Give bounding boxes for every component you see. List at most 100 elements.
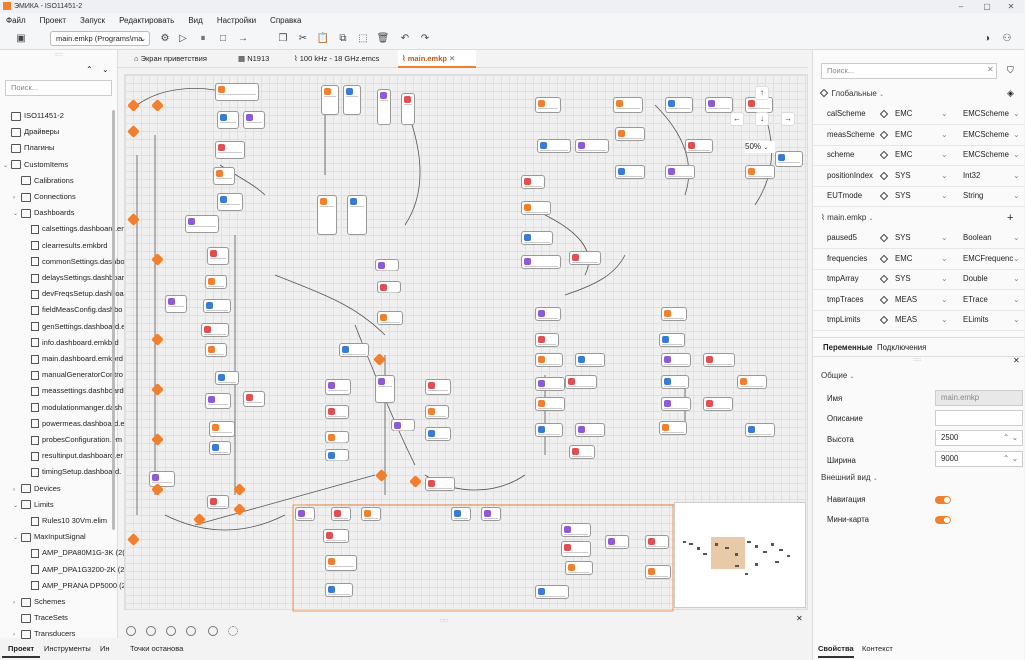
flow-node[interactable] [209,441,231,455]
flow-node[interactable] [575,139,609,153]
add-variable-icon[interactable]: + [1007,212,1014,224]
tree-folder[interactable]: TraceSets [0,610,116,626]
close-tab-icon[interactable]: ✕ [449,54,456,63]
scope-dropdown-icon[interactable]: ⌄ [941,233,948,242]
flow-node[interactable] [205,275,227,289]
flow-node[interactable] [745,165,775,179]
close-window-button[interactable]: ✕ [1007,2,1015,11]
menu-help[interactable]: Справка [270,16,302,25]
close-properties-icon[interactable]: ✕ [1013,356,1020,365]
flow-node[interactable] [537,139,571,153]
flow-node[interactable] [213,167,235,185]
tree-folder[interactable]: ⌄MaxInputSignal [0,529,116,545]
flow-node[interactable] [331,507,351,521]
flow-node[interactable] [561,541,591,557]
tab-variables[interactable]: Переменные [823,343,873,352]
flow-node[interactable] [201,323,229,337]
flow-node[interactable] [215,371,239,385]
tree-file[interactable]: AMP_PRANA DP5000 (2( [0,578,128,594]
flow-node[interactable] [375,259,399,271]
filter-icon[interactable]: ⛉ [1007,65,1014,75]
flow-node[interactable] [149,471,175,487]
flow-node[interactable] [425,379,451,395]
tree-file[interactable]: fieldMeasConfig.dashbo [0,302,122,318]
scope-dropdown-icon[interactable]: ⌄ [941,170,948,180]
flow-node[interactable] [661,353,691,367]
variable-type[interactable]: ELimits [963,315,989,325]
navigation-toggle[interactable] [935,496,951,504]
flow-node[interactable] [521,175,545,189]
tree-file[interactable]: meassettings.dashboard [0,383,124,399]
flow-node[interactable] [565,375,597,389]
menu-run[interactable]: Запуск [80,16,106,25]
flow-node[interactable] [705,97,733,113]
flow-node[interactable] [565,561,593,575]
tab-in[interactable]: Ин [100,644,110,653]
paste-icon[interactable]: 📋 [316,33,330,44]
flow-node[interactable] [361,507,381,521]
flow-node[interactable] [665,97,693,113]
variable-scope[interactable]: SYS [895,274,911,284]
tree-file[interactable]: info.dashboard.emkbrd [0,335,119,351]
tree-file[interactable]: clearresults.emkbrd [0,238,116,254]
appearance-header[interactable]: Внешний вид ⌄ [821,473,878,482]
flow-node[interactable] [775,151,803,167]
tree-file[interactable]: modulationmanger.dash [0,400,122,416]
tree-folder[interactable]: ISO11451-2 [0,108,116,124]
flow-node[interactable] [243,111,265,129]
flow-node[interactable] [685,139,713,153]
tree-folder[interactable]: ›Transducers [0,626,116,642]
height-stepper[interactable]: 2500⌃ ⌄ [935,430,1023,446]
properties-grip[interactable]: :::::: [913,357,922,363]
delete-icon[interactable]: 🗑 [376,33,390,44]
scope-dropdown-icon[interactable]: ⌄ [941,109,948,118]
expand-arrow-icon[interactable]: › [13,632,15,639]
save-icon[interactable]: ▣ [16,33,26,44]
expand-arrow-icon[interactable]: › [13,600,15,606]
flow-node[interactable] [521,201,551,215]
globals-header[interactable]: Глобальные ⌄ [819,86,884,102]
variable-type[interactable]: EMCScheme [963,150,1009,160]
expand-arrow-icon[interactable]: ⌄ [13,502,19,509]
scope-dropdown-icon[interactable]: ⌄ [941,150,948,160]
tree-file[interactable]: commonSettings.dashbo [0,254,125,270]
tree-folder[interactable]: Драйверы [0,124,116,140]
zoom-level[interactable]: 50% ⌄ [745,141,775,153]
tree-file[interactable]: resultinput.dashboard.er [0,448,123,464]
variable-type[interactable]: ETrace [963,294,988,304]
panel-grip[interactable]: :::::: [54,52,63,58]
type-dropdown-icon[interactable]: ⌄ [1013,129,1020,139]
flow-node[interactable] [317,195,337,235]
scope-dropdown-icon[interactable]: ⌄ [941,253,948,263]
properties-search-input[interactable]: Поиск... [821,63,997,79]
flow-node[interactable] [613,97,643,113]
clear-search-icon[interactable]: ✕ [987,65,994,74]
flow-node[interactable] [521,231,553,245]
scope-dropdown-icon[interactable]: ⌄ [941,294,948,304]
flow-node[interactable] [535,377,565,391]
type-dropdown-icon[interactable]: ⌄ [1013,109,1020,118]
menu-file[interactable]: Файл [6,16,26,25]
tab-project[interactable]: Проект [2,640,41,658]
menu-edit[interactable]: Редактировать [119,16,175,25]
canvas-bottom-grip[interactable]: :::::: [440,618,449,624]
tree-folder[interactable]: ›Schemes [0,594,116,610]
tree-file[interactable]: calsettings.dashboard.em [0,221,127,237]
tab-n1913[interactable]: ▦ N1913 [234,50,269,68]
flow-node[interactable] [661,375,689,389]
flow-node[interactable] [185,215,219,233]
tree-folder[interactable]: ⌄Limits [0,497,116,513]
description-field[interactable] [935,410,1023,426]
variable-scope[interactable]: EMC [895,109,913,118]
collapse-all-icon[interactable]: ⌃ [86,65,93,74]
flow-node[interactable] [703,397,733,411]
flow-node[interactable] [425,405,449,419]
add-global-icon[interactable]: ◈ [1007,88,1014,98]
play-icon[interactable]: ▷ [179,33,187,44]
tree-folder[interactable]: ›Devices [0,481,116,497]
variable-scope[interactable]: EMC [895,129,913,139]
tree-folder[interactable]: ⌄Dashboards [0,205,116,221]
